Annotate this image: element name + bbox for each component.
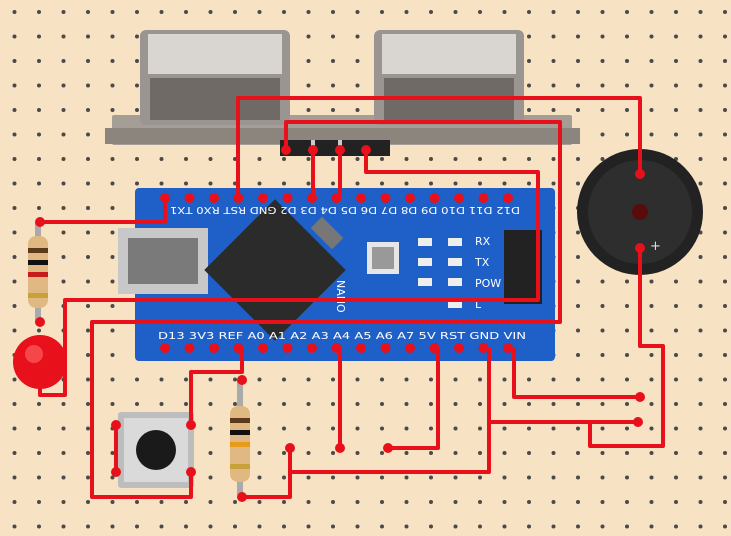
- bottom-pin-labels: D13 3V3 REF A0 A1 A2 A3 A4 A5 A6 A7 5V R…: [158, 331, 526, 342]
- red-led[interactable]: [13, 335, 67, 389]
- wire-endpoint: [281, 145, 291, 155]
- resistor-button[interactable]: [230, 380, 250, 495]
- wire-endpoint: [635, 392, 645, 402]
- wire-d9-buzzer: [236, 96, 642, 196]
- wire-endpoint: [335, 443, 345, 453]
- ultrasonic-sensor[interactable]: [105, 30, 580, 156]
- bottom-header-pins: [160, 343, 513, 353]
- top-pin[interactable]: [454, 193, 464, 203]
- top-pin[interactable]: [209, 193, 219, 203]
- led-label-tx: TX: [474, 256, 490, 269]
- wire-buzzer-gnd: [588, 248, 665, 448]
- top-pin[interactable]: [429, 193, 440, 203]
- top-header-pins: [160, 193, 513, 203]
- wire-endpoint: [186, 420, 196, 430]
- top-pin[interactable]: [356, 193, 366, 203]
- wire-endpoint: [635, 169, 645, 179]
- top-pin[interactable]: [503, 193, 513, 203]
- arduino-nano-board[interactable]: RX TX POW L NANO D12 D11 D10 D9 D8 D7 D6…: [118, 188, 555, 361]
- wire-endpoint: [35, 367, 45, 377]
- bottom-pin[interactable]: [356, 343, 366, 353]
- wire-vin: [512, 348, 640, 399]
- bottom-pin[interactable]: [209, 343, 219, 353]
- wire-endpoint: [335, 145, 345, 155]
- wire-endpoint: [186, 467, 196, 477]
- icsp-header: [504, 230, 542, 304]
- bottom-pin[interactable]: [405, 343, 415, 353]
- wire-endpoint: [383, 443, 393, 453]
- wire-endpoint: [35, 217, 45, 227]
- top-pin[interactable]: [282, 193, 293, 203]
- bottom-pin[interactable]: [282, 343, 293, 353]
- wire-endpoint: [635, 243, 645, 253]
- wire-resistor-gnd: [242, 448, 292, 499]
- piezo-buzzer[interactable]: +: [577, 149, 703, 275]
- top-pin-labels: D12 D11 D10 D9 D8 D7 D6 D5 D4 D3 D2 GND …: [170, 204, 520, 215]
- wire-trig: [90, 120, 562, 499]
- wires: [38, 96, 665, 499]
- wire-endpoint: [111, 420, 121, 430]
- push-button[interactable]: [118, 412, 194, 488]
- buzzer-polarity-mark: +: [650, 239, 661, 254]
- wire-endpoint: [285, 443, 295, 453]
- bottom-pin[interactable]: [160, 343, 170, 353]
- top-pin[interactable]: [380, 193, 391, 203]
- led-label-rx: RX: [475, 235, 491, 248]
- bottom-pin[interactable]: [503, 343, 513, 353]
- wire-endpoint: [308, 145, 318, 155]
- wire-d12-resistor: [40, 196, 167, 224]
- bottom-pin[interactable]: [184, 343, 195, 353]
- led-label-pow: POW: [475, 277, 501, 290]
- led-label-l: L: [475, 298, 482, 311]
- wire-5v: [388, 348, 440, 450]
- nano-brand-text: NANO: [334, 280, 347, 313]
- wire-gnd-sensor: [38, 150, 540, 397]
- bottom-pin[interactable]: [258, 343, 268, 353]
- bottom-pin[interactable]: [380, 343, 391, 353]
- wire-endpoint: [111, 467, 121, 477]
- wire-endpoint: [237, 375, 247, 385]
- top-pin[interactable]: [184, 193, 195, 203]
- wire-endpoints: [35, 145, 645, 502]
- bottom-pin[interactable]: [478, 343, 489, 353]
- top-pin[interactable]: [405, 193, 415, 203]
- bottom-pin[interactable]: [307, 343, 317, 353]
- wire-endpoint: [237, 492, 247, 502]
- top-pin[interactable]: [258, 193, 268, 203]
- wire-endpoint: [35, 317, 45, 327]
- top-pin[interactable]: [478, 193, 489, 203]
- wire-endpoint: [361, 145, 371, 155]
- resistor-led[interactable]: [28, 222, 48, 322]
- wire-a0-button: [189, 348, 244, 425]
- wire-endpoint: [633, 417, 643, 427]
- bottom-pin[interactable]: [454, 343, 464, 353]
